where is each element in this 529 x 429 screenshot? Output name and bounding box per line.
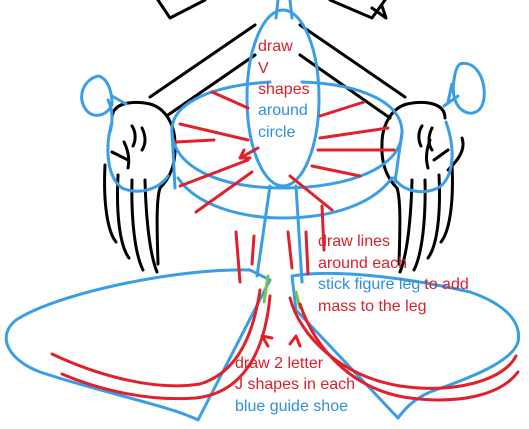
left-hand-knuckle-2 xyxy=(140,126,147,152)
v-shapes-line-3: shapes xyxy=(258,81,310,98)
left-hand-finger-4 xyxy=(143,178,159,274)
guide-shoulder-joint-right xyxy=(451,61,486,115)
red-v-left-5 xyxy=(194,170,254,214)
left-hand-line xyxy=(110,140,131,170)
guide-ring-top xyxy=(170,80,404,134)
red-drawing-layer xyxy=(50,90,520,402)
v-shapes-line-1: draw xyxy=(258,38,293,55)
red-leg-left-inner xyxy=(250,234,256,266)
guide-ring-bottom xyxy=(170,130,404,190)
arm-left-upper xyxy=(148,23,257,99)
red-j-right-2 xyxy=(298,302,520,402)
red-leg-right-inner xyxy=(286,230,294,270)
right-hand-line xyxy=(425,138,450,170)
red-leg-left-outer xyxy=(234,230,242,284)
instruction-v-shapes: draw V shapes around circle xyxy=(258,38,310,141)
arm-left-lower xyxy=(166,53,257,117)
red-arrow-foot-right xyxy=(288,334,302,348)
guide-ring-underside xyxy=(176,176,394,220)
green-ankle-left xyxy=(262,274,270,304)
guide-hand-right xyxy=(392,120,454,194)
leg-lines-line-3-blue: stick figure leg xyxy=(318,276,420,293)
j-shapes-line-2: J shapes in each xyxy=(235,376,355,393)
arm-right-upper xyxy=(298,23,407,99)
right-hand-finger-1 xyxy=(439,163,454,244)
red-v-left-2 xyxy=(178,122,250,142)
red-v-right-2 xyxy=(318,126,390,140)
left-hand-finger-2 xyxy=(116,173,131,260)
red-j-right-1 xyxy=(288,296,518,390)
shoulder-right-notch xyxy=(370,4,388,20)
red-v-right-1 xyxy=(318,100,366,118)
guide-neck xyxy=(274,0,294,20)
guide-hand-left xyxy=(106,120,170,193)
red-arrow-foot-left xyxy=(260,334,274,348)
guide-ring-side-right xyxy=(393,130,404,184)
left-hand-knuckle-1 xyxy=(130,124,137,148)
red-j-left-1 xyxy=(50,288,262,388)
red-v-right-5 xyxy=(288,174,334,212)
shoulder-left xyxy=(156,0,207,20)
red-v-left-4 xyxy=(178,158,250,188)
red-v-right-4 xyxy=(310,164,362,178)
blue-guide-layer xyxy=(4,0,521,422)
j-shapes-line-3: blue guide shoe xyxy=(235,398,348,415)
guide-stick-leg-right xyxy=(294,184,304,284)
instruction-j-shapes: draw 2 letter J shapes in each blue guid… xyxy=(235,355,355,415)
red-leg-right-far xyxy=(320,204,326,252)
j-shapes-line-1: draw 2 letter xyxy=(235,355,324,372)
right-hand-palm xyxy=(380,100,447,266)
guide-wrist-right xyxy=(442,82,460,108)
right-hand-knuckle-1 xyxy=(417,124,424,148)
shoulder-right xyxy=(328,0,387,20)
v-shapes-line-4: around xyxy=(258,102,308,119)
guide-ring-side-left xyxy=(170,130,177,190)
left-hand-finger-1 xyxy=(103,163,118,244)
red-v-left-3 xyxy=(174,138,216,144)
v-shapes-line-5: circle xyxy=(258,124,295,141)
guide-shoe-left xyxy=(4,268,272,422)
leg-lines-line-4: mass to the leg xyxy=(318,298,427,315)
leg-lines-line-3-red: to add xyxy=(424,276,468,293)
left-hand-finger-3 xyxy=(130,178,145,272)
right-hand-finger-3 xyxy=(412,178,427,272)
guide-stick-leg-left xyxy=(255,184,272,278)
guide-shoulder-joint-left xyxy=(80,74,114,117)
red-leg-right-outer xyxy=(304,230,310,276)
guide-torso-oval xyxy=(245,8,321,188)
v-shapes-line-2: V xyxy=(258,60,269,77)
leg-lines-line-2: around each xyxy=(318,255,407,272)
red-arrow-v xyxy=(238,146,260,160)
red-v-left-1 xyxy=(210,90,250,110)
leg-lines-line-1: draw lines xyxy=(318,233,390,250)
